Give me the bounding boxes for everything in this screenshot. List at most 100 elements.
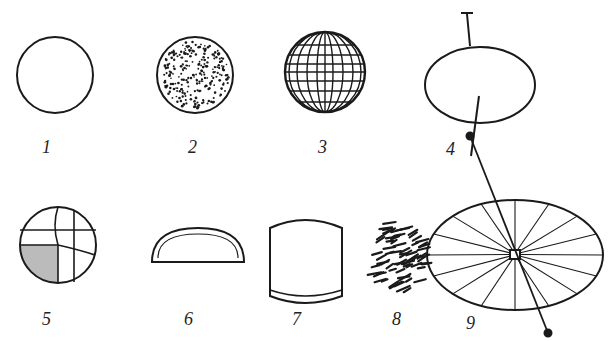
dot (173, 59, 175, 61)
dot (198, 63, 200, 65)
dot (208, 45, 211, 48)
barrel-rim (270, 290, 342, 296)
dot (175, 87, 177, 89)
dot (225, 74, 228, 77)
needle-top (467, 14, 470, 46)
dot (220, 87, 223, 90)
dot (202, 99, 204, 101)
dash (418, 253, 426, 258)
figure-number: 4 (446, 140, 455, 158)
dot (199, 90, 201, 92)
dot (215, 76, 217, 78)
dot (223, 82, 225, 84)
dot (194, 105, 197, 108)
dot (221, 65, 223, 67)
dot (205, 85, 207, 87)
disc-rays (427, 200, 603, 310)
dot (181, 88, 183, 90)
ray (481, 258, 513, 306)
dot (206, 65, 209, 68)
dot (196, 107, 199, 110)
dash (414, 279, 425, 282)
dot (222, 69, 225, 72)
dot (203, 102, 205, 104)
dot (170, 83, 172, 85)
figure-number: 1 (42, 138, 51, 156)
dot (188, 65, 190, 67)
dash (387, 241, 394, 242)
dash (387, 264, 393, 268)
dot (179, 54, 181, 56)
dot (173, 55, 175, 57)
barrel-outline (270, 220, 342, 303)
ray (519, 257, 578, 294)
dot (198, 90, 201, 93)
dot (195, 74, 197, 76)
dash (395, 262, 404, 264)
sphere-arc (55, 207, 58, 245)
dot (173, 53, 176, 56)
dot (169, 70, 171, 72)
dot (193, 106, 196, 109)
dash (379, 227, 392, 229)
dash (393, 243, 405, 246)
dot (182, 90, 184, 92)
dot (187, 91, 189, 93)
dot (207, 103, 209, 105)
dash (395, 282, 404, 286)
dot (215, 56, 217, 58)
dot (173, 88, 176, 91)
dot (163, 74, 165, 76)
ray (427, 254, 510, 256)
dot (182, 68, 184, 70)
dot (163, 81, 166, 84)
dot (165, 58, 167, 60)
dot (205, 66, 207, 68)
dot (214, 51, 216, 53)
dot (184, 48, 186, 50)
dot (187, 53, 189, 55)
dot (198, 80, 200, 82)
dot (171, 51, 174, 54)
dot (213, 55, 215, 57)
dot (218, 67, 220, 69)
dot (176, 100, 178, 102)
dot (214, 92, 216, 94)
dot (204, 59, 206, 61)
dot (178, 97, 181, 100)
dot (214, 91, 217, 94)
dot (183, 51, 185, 53)
dot (194, 103, 197, 106)
dot (185, 102, 187, 104)
dot (207, 88, 209, 90)
dot (188, 49, 190, 51)
dot (225, 78, 227, 80)
dot (178, 76, 180, 78)
dot (195, 53, 198, 56)
dash (386, 237, 398, 239)
dot (195, 97, 198, 100)
dash (397, 286, 410, 291)
dot (168, 74, 171, 77)
dot (185, 99, 187, 101)
ray (517, 204, 549, 251)
dot (185, 45, 187, 47)
dash (386, 252, 394, 254)
dot (227, 82, 229, 84)
dot (213, 97, 215, 99)
dot (169, 87, 172, 90)
dot (201, 78, 203, 80)
dot (191, 41, 194, 44)
dot (170, 77, 172, 79)
disc-outline (427, 200, 603, 310)
dot (197, 46, 199, 48)
dot (220, 57, 222, 59)
figure-number: 3 (318, 138, 327, 156)
dot (182, 44, 184, 46)
dot (204, 77, 206, 79)
dash-cluster (368, 222, 432, 292)
dot (176, 90, 178, 92)
dot (207, 57, 209, 59)
dot (212, 71, 215, 74)
